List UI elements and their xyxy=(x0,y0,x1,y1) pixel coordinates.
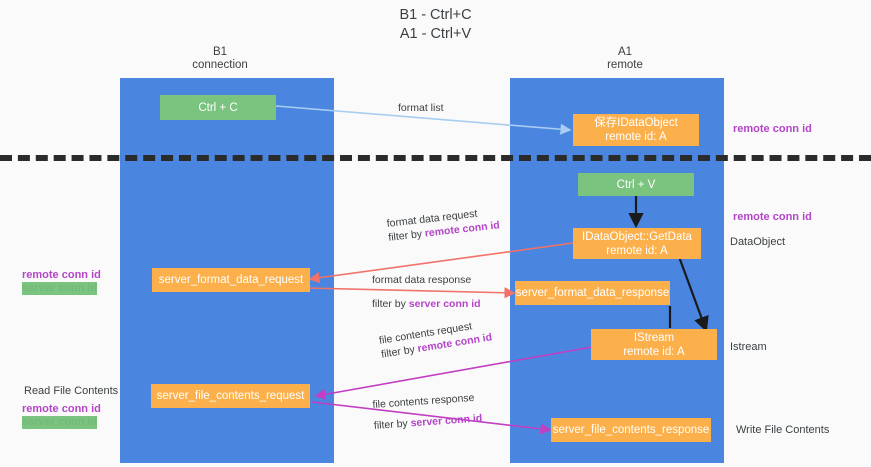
node-server-file-contents-request[interactable]: server_file_contents_request xyxy=(151,384,310,408)
edge-label-format-list: format list xyxy=(398,102,444,114)
filter-by-prefix: filter by xyxy=(372,298,409,310)
filter-by-key: server conn id xyxy=(410,412,483,430)
edge-label-format-data-response: format data response filter by server co… xyxy=(372,273,481,311)
edge-label-format-data-response-line2: filter by server conn id xyxy=(372,297,481,311)
edge-label-file-contents-response-line1: file contents response xyxy=(372,391,475,411)
node-server-format-data-request[interactable]: server_format_data_request xyxy=(152,268,310,292)
annotation-left-server-conn-id-2: server conn id xyxy=(22,416,98,429)
annotation-left-read-file-contents: Read File Contents xyxy=(24,385,119,397)
annotation-left-remote-conn-id-2: remote conn id xyxy=(22,403,101,415)
annotation-right-remote-conn-id-mid: remote conn id xyxy=(733,211,812,223)
node-server-format-data-response[interactable]: server_format_data_response xyxy=(515,281,670,305)
phase-separator xyxy=(0,155,871,161)
annotation-left-remote-conn-id: remote conn id xyxy=(22,269,101,281)
edge-label-format-data-request: format data request filter by remote con… xyxy=(386,204,500,245)
column-header-a1: A1 remote xyxy=(607,46,643,71)
edge-label-file-contents-response: file contents response filter by server … xyxy=(372,390,483,432)
edge-label-format-data-response-line1: format data response xyxy=(372,274,472,286)
annotation-right-istream: Istream xyxy=(730,341,767,353)
filter-by-prefix: filter by xyxy=(373,417,412,432)
annotation-right-remote-conn-id-top: remote conn id xyxy=(733,123,812,135)
node-ctrl-v[interactable]: Ctrl + V xyxy=(578,173,694,196)
filter-by-prefix: filter by xyxy=(387,227,426,244)
column-header-b1: B1 connection xyxy=(192,46,248,71)
node-istream[interactable]: IStream remote id: A xyxy=(591,329,717,360)
node-save-idataobject[interactable]: 保存IDataObject remote id: A xyxy=(573,114,699,146)
annotation-right-write-file-contents: Write File Contents xyxy=(736,424,830,436)
page-title: B1 - Ctrl+C A1 - Ctrl+V xyxy=(399,7,472,42)
edge-label-file-contents-response-line2: filter by server conn id xyxy=(373,411,483,433)
edge-label-file-contents-request: file contents request filter by remote c… xyxy=(378,316,493,361)
annotation-left-server-conn-id: server conn id xyxy=(22,282,98,295)
node-ctrl-c[interactable]: Ctrl + C xyxy=(160,95,276,120)
annotation-right-dataobject: DataObject xyxy=(730,236,786,248)
node-idataobject-getdata[interactable]: IDataObject::GetData remote id: A xyxy=(573,228,701,259)
filter-by-key: server conn id xyxy=(408,298,481,310)
node-server-file-contents-response[interactable]: server_file_contents_response xyxy=(551,418,711,442)
